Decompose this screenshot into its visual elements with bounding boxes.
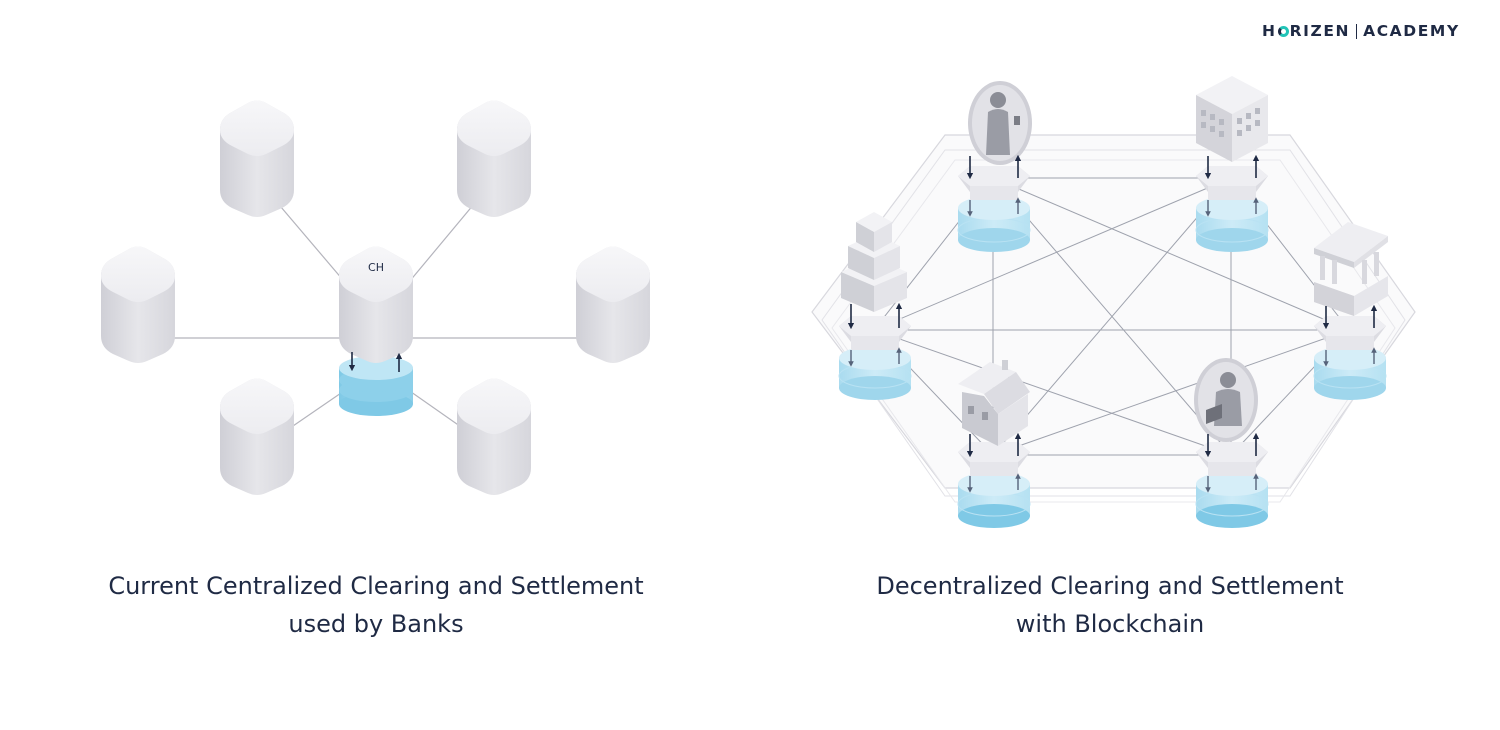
clearing-house-label: CH — [368, 261, 384, 274]
decentralized-caption-line1: Decentralized Clearing and Settlement — [876, 572, 1344, 600]
node-database — [1195, 472, 1269, 528]
node-arrows — [966, 154, 1022, 180]
node-office-building — [1195, 76, 1269, 252]
node-pedestal — [839, 316, 911, 350]
node-person-woman — [957, 81, 1032, 252]
logo-divider — [1356, 23, 1358, 39]
node-house — [957, 360, 1031, 528]
clearing-house-arrows — [348, 352, 403, 372]
node-arrows — [1204, 154, 1260, 180]
node-arrows-lower — [848, 347, 902, 367]
node-arrows — [1204, 432, 1260, 458]
person-woman-icon — [968, 81, 1032, 165]
node-arrows-lower — [1205, 197, 1259, 217]
node-database — [1313, 346, 1387, 400]
node-bank — [1313, 222, 1388, 400]
skyscraper-icon — [841, 212, 907, 312]
clearing-house-database — [339, 356, 413, 416]
decentralized-caption: Decentralized Clearing and Settlement wi… — [760, 567, 1460, 643]
node-person-laptop — [1194, 358, 1269, 528]
bank-icon — [1314, 222, 1388, 316]
node-skyscraper — [838, 212, 912, 400]
centralized-diagram: CH — [101, 100, 650, 495]
node-database — [838, 346, 912, 400]
node-arrows-lower — [1205, 473, 1259, 493]
node-arrows — [1322, 304, 1378, 330]
bank-server-top-left — [220, 100, 294, 217]
centralized-caption-line1: Current Centralized Clearing and Settlem… — [108, 572, 644, 600]
node-pedestal — [1196, 166, 1268, 200]
logo-brand-start: H — [1262, 22, 1277, 40]
node-pedestal — [958, 166, 1030, 200]
bank-server-bottom-right — [457, 378, 531, 495]
node-pedestal — [1314, 316, 1386, 350]
bank-server-right — [576, 246, 650, 363]
node-arrows — [966, 432, 1022, 458]
decentralized-diagram — [811, 76, 1416, 528]
node-arrows — [847, 302, 903, 330]
decentralized-caption-line2: with Blockchain — [1015, 610, 1205, 638]
logo-product: ACADEMY — [1363, 22, 1460, 40]
centralized-caption-line2: used by Banks — [288, 610, 464, 638]
node-pedestal — [958, 442, 1030, 476]
node-database — [957, 196, 1031, 252]
node-database — [1195, 196, 1269, 252]
clearing-house-server: CH — [339, 246, 413, 363]
person-laptop-icon — [1194, 358, 1258, 442]
bank-server-top-right — [457, 100, 531, 217]
logo-brand-end: RIZEN — [1289, 22, 1351, 40]
horizen-academy-logo: H RIZEN ACADEMY — [1262, 22, 1460, 40]
bank-server-left — [101, 246, 175, 363]
bank-server-bottom-left — [220, 378, 294, 495]
node-pedestal — [1196, 442, 1268, 476]
node-arrows-lower — [967, 197, 1021, 217]
house-icon — [958, 360, 1030, 446]
centralized-caption: Current Centralized Clearing and Settlem… — [26, 567, 726, 643]
node-arrows-lower — [1323, 347, 1377, 367]
office-building-icon — [1196, 76, 1268, 162]
node-arrows-lower — [967, 473, 1021, 493]
logo-ring-icon — [1277, 25, 1289, 37]
node-database — [957, 472, 1031, 528]
